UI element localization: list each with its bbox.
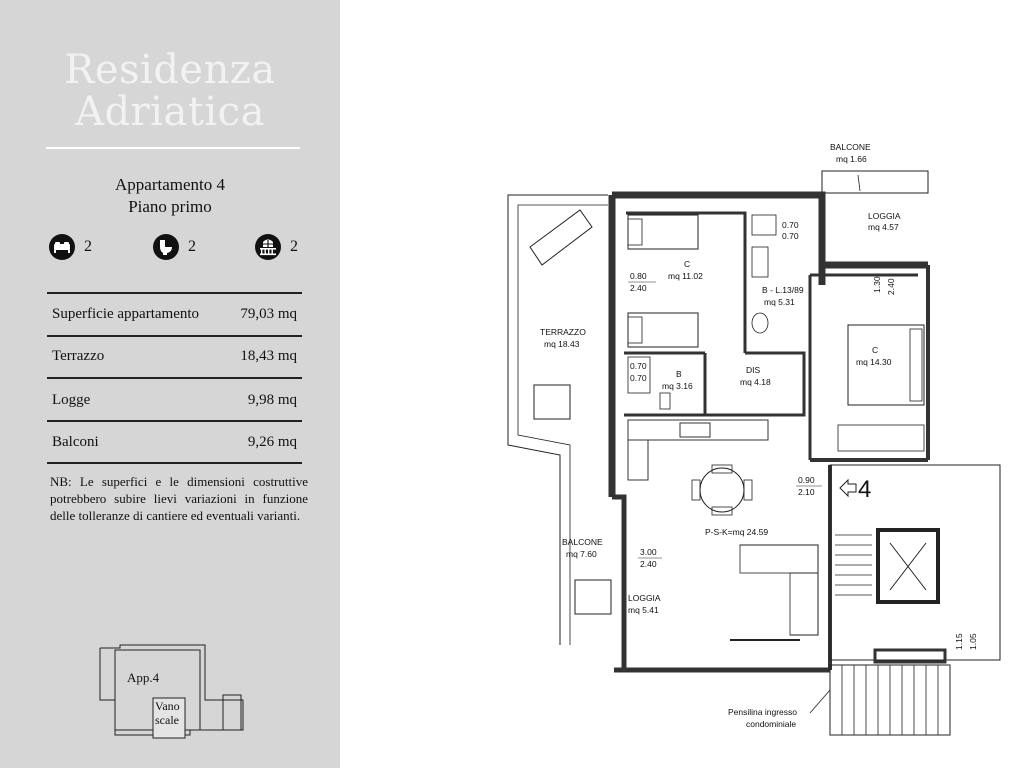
dimension-label: 2.10: [798, 487, 815, 497]
loggia-top-area: mq 4.57: [868, 222, 899, 232]
unit-number: 4: [858, 476, 871, 503]
dimension-label: 0.70: [630, 373, 647, 383]
area-value: 18,43 mq: [240, 348, 297, 364]
loggia-left-name: LOGGIA: [628, 593, 661, 603]
bedroom2-name: C: [872, 345, 878, 355]
bath-small-area: mq 3.16: [662, 381, 693, 391]
table-divider: [47, 335, 302, 337]
hall-name: DIS: [746, 365, 761, 375]
bath-main-name: B - L.13/89: [762, 285, 804, 295]
balcony-top-name: BALCONE: [830, 142, 871, 152]
entrance-arrow-icon: [839, 478, 857, 498]
balconies-feature: 2: [254, 233, 298, 261]
area-label: Terrazzo: [52, 348, 105, 364]
apartment-name: Appartamento 4: [115, 175, 225, 194]
apartment-floor: Piano primo: [128, 197, 212, 216]
area-row: Terrazzo 18,43 mq: [52, 348, 297, 370]
toilet-icon: [153, 234, 179, 260]
dimension-label: 0.80: [630, 271, 647, 281]
loggia-top-name: LOGGIA: [868, 211, 901, 221]
table-divider: [47, 420, 302, 422]
brand-title-line1: Residenza: [64, 47, 276, 93]
key-plan: App.4 Vano scale: [99, 644, 244, 739]
bed-icon: [49, 234, 75, 260]
disclaimer-note: NB: Le superfici e le dimensioni costrut…: [50, 474, 308, 523]
canopy-label-line1: Pensilina ingresso: [728, 707, 797, 717]
table-divider: [47, 292, 302, 294]
dimension-label: 3.00: [640, 547, 657, 557]
bedrooms-count: 2: [84, 238, 92, 255]
keyplan-apartment-label: App.4: [127, 670, 160, 685]
balcony-top-area: mq 1.66: [836, 154, 867, 164]
dimension-label: 0.70: [630, 361, 647, 371]
bath-main-area: mq 5.31: [764, 297, 795, 307]
balcony-icon: [255, 234, 281, 260]
balcony-left-area: mq 7.60: [566, 549, 597, 559]
keyplan-stairs-label-1: Vano: [155, 699, 180, 713]
dimension-label: 0.70: [782, 220, 799, 230]
dimension-label: 1.30: [872, 276, 882, 293]
area-row: Superficie appartamento 79,03 mq: [52, 306, 297, 328]
canopy-label-line2: condominiale: [746, 719, 796, 729]
floor-plan: BALCONE mq 1.66 LOGGIA mq 4.57 C mq 11.0…: [507, 142, 1001, 736]
area-label: Balconi: [52, 434, 99, 450]
dimension-label: 0.70: [782, 231, 799, 241]
bedroom2-area: mq 14.30: [856, 357, 892, 367]
bedrooms-feature: 2: [48, 233, 92, 261]
balconies-count: 2: [290, 238, 298, 255]
dimension-label: 2.40: [886, 278, 896, 295]
area-label: Logge: [52, 392, 91, 408]
terrace-name: TERRAZZO: [540, 327, 586, 337]
bathrooms-count: 2: [188, 238, 196, 255]
area-value: 9,26 mq: [247, 434, 297, 450]
bathrooms-feature: 2: [152, 233, 196, 261]
table-divider: [47, 462, 302, 464]
area-value: 79,03 mq: [240, 306, 297, 322]
loggia-left-area: mq 5.41: [628, 605, 659, 615]
area-label: Superficie appartamento: [52, 306, 200, 322]
terrace-area: mq 18.43: [544, 339, 580, 349]
dimension-label: 1.15: [954, 633, 964, 650]
title-divider: [46, 147, 300, 149]
info-panel: Residenza Adriatica Appartamento 4 Piano…: [0, 0, 340, 768]
area-row: Logge 9,98 mq: [52, 392, 297, 414]
table-divider: [47, 377, 302, 379]
dimension-label: 1.05: [968, 633, 978, 650]
bedroom1-name: C: [684, 259, 690, 269]
area-value: 9,98 mq: [247, 392, 297, 408]
keyplan-stairs-label-2: scale: [155, 713, 179, 727]
bath-small-name: B: [676, 369, 682, 379]
brand-title-line2: Adriatica: [75, 89, 265, 135]
bedroom1-area: mq 11.02: [668, 271, 703, 281]
dimension-label: 0.90: [798, 475, 815, 485]
hall-area: mq 4.18: [740, 377, 771, 387]
balcony-left-name: BALCONE: [562, 537, 603, 547]
living-area: P-S-K=mq 24.59: [705, 527, 768, 537]
dimension-label: 2.40: [640, 559, 657, 569]
area-row: Balconi 9,26 mq: [52, 434, 297, 456]
dimension-label: 2.40: [630, 283, 647, 293]
